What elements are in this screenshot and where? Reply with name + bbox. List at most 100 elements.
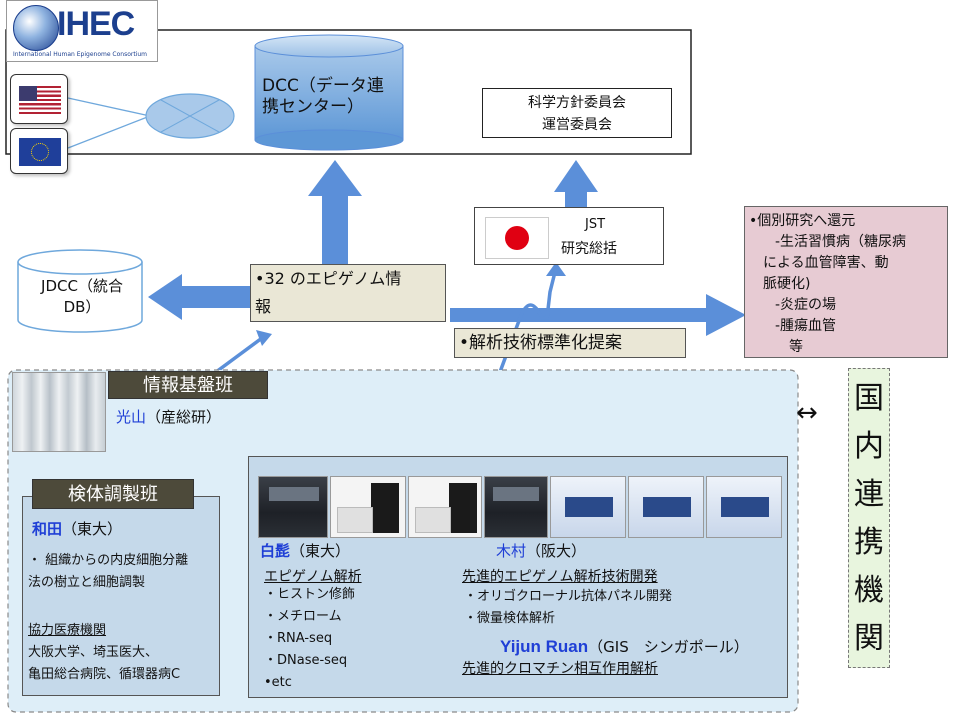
eu-flag-icon [19,138,61,166]
jst-box: JST 研究総括 [474,207,664,265]
feedback-line6: -腫瘍血管 [775,318,837,334]
info-team-leader-name: 光山 [116,408,147,426]
us-flag-icon [19,86,61,114]
domestic-char-3: 連 [854,477,884,512]
coop-line2: 亀田総合病院、循環器病C [28,667,181,682]
line-to-jst [498,267,558,373]
shirahige-heading: エピゲノム解析 [264,569,362,585]
ruan-leader: Yijun Ruan（GIS シンガポール） [500,636,749,657]
shirahige-item-3: ・RNA-seq [264,631,333,646]
sample-team-desc: ・ 組織からの内皮細胞分離 法の樹立と細胞調製 [28,550,188,594]
shirahige-name: 白髭 [260,542,291,560]
feedback-line4: 脈硬化) [763,276,811,292]
dcc-label-line1: DCC（データ連 [262,76,384,96]
us-connector-line [67,97,151,117]
sample-team-title: 検体調製班 [32,479,194,509]
feedback-line2: -生活習慣病（糖尿病 [775,234,907,250]
standardization-text: •解析技術標準化提案 [459,333,623,353]
dcc-label: DCC（データ連 携センター） [262,76,402,118]
feedback-line5: -炎症の場 [775,297,837,313]
japan-flag-icon [485,217,549,259]
arrow-info-to-epigenome [214,336,264,374]
sequencer-photo-2 [330,476,406,538]
domestic-char-4: 携 [854,525,884,560]
domestic-char-1: 国 [854,381,884,416]
committee-line2: 運営委員会 [542,117,612,133]
feedback-line1: •個別研究へ還元 [749,213,856,229]
info-team-leader-affil: （産総研） [146,408,222,426]
shirahige-affil: （東大） [290,542,351,560]
sequencer-photo-4 [484,476,548,538]
double-arrow-icon: ↔ [796,398,818,428]
feedback-box: •個別研究へ還元 -生活習慣病（糖尿病 による血管障害、動 脈硬化) -炎症の場… [744,206,948,358]
epigenome-info-line1: •32 のエピゲノム情 [255,269,402,288]
shirahige-leader: 白髭（東大） [260,540,350,561]
kimura-name: 木村 [496,542,527,560]
shirahige-item-1: ・ヒストン修飾 [264,587,356,602]
coop-line1: 大阪大学、埼玉医大、 [28,645,159,660]
domestic-institutions-box: 国 内 連 携 機 関 [848,368,890,668]
sequencer-photo-3 [408,476,482,538]
jdcc-line1: JDCC（統合 [41,277,123,295]
feedback-line3: による血管障害、動 [763,255,889,271]
committee-line1: 科学方針委員会 [528,95,626,111]
shirahige-item-2: ・メチローム [264,609,342,624]
us-flag-card [10,74,68,124]
feedback-line7: 等 [789,339,803,355]
server-room-photo [12,372,106,452]
dcc-cylinder [254,34,404,151]
sample-team-leader: 和田（東大） [32,518,122,539]
sample-team-coop: 協力医療機関 大阪大学、埼玉医大、 亀田総合病院、循環器病C [28,620,180,686]
consortium-node-ellipse [145,93,235,139]
sample-team-title-text: 検体調製班 [68,484,158,505]
committee-box: 科学方針委員会 運営委員会 [482,88,672,138]
arrow-to-dcc [308,160,362,264]
kimura-affil: （阪大） [526,542,587,560]
sequencer-photo-6 [628,476,704,538]
dcc-label-line2: 携センター） [262,97,364,117]
domestic-char-6: 関 [854,621,884,656]
sample-team-desc1: ・ 組織からの内皮細胞分離 [28,553,189,568]
ruan-name: Yijun Ruan [500,637,589,656]
line-to-jst-head [546,262,566,276]
shirahige-items: ・ヒストン修飾 ・メチローム ・RNA-seq ・DNase-seq •etc [264,584,355,694]
sample-team-desc2: 法の樹立と細胞調製 [28,575,146,590]
coop-heading: 協力医療機関 [28,623,107,638]
kimura-items: ・オリゴクローナル抗体パネル開発 ・微量検体解析 [464,586,672,630]
kimura-heading: 先進的エピゲノム解析技術開発 [462,569,658,585]
jdcc-line2: DB） [63,298,101,316]
domestic-char-2: 内 [854,429,884,464]
sample-team-box [22,496,220,696]
eu-connector-line [67,115,151,149]
shirahige-item-4: ・DNase-seq [264,653,348,668]
kimura-leader: 木村（阪大） [496,540,586,561]
logo-subtext: International Human Epigenome Consortium [13,51,148,58]
jst-line1: JST [585,217,606,232]
jdcc-cylinder [17,249,143,333]
ihec-logo: IHEC International Human Epigenome Conso… [6,0,158,62]
logo-text: IHEC [57,5,135,43]
sequencer-photo-1 [258,476,328,538]
arrow-info-to-epigenome-head [256,330,272,346]
sample-team-leader-affil: （東大） [62,520,123,538]
jdcc-label: JDCC（統合 DB） [24,276,140,318]
kimura-item-1: ・オリゴクローナル抗体パネル開発 [464,589,673,604]
epigenome-info-box: •32 のエピゲノム情 報 [250,264,446,322]
arrow-to-jdcc [148,274,250,320]
ruan-affil: （GIS シンガポール） [588,638,749,656]
logo-globe-icon [13,5,59,51]
info-team-title-text: 情報基盤班 [143,375,233,396]
arrow-to-feedback [450,294,746,336]
shirahige-item-5: •etc [264,675,292,690]
arrow-to-committee [554,160,598,208]
domestic-char-5: 機 [854,573,884,608]
info-team-leader: 光山（産総研） [116,406,221,427]
standardization-box: •解析技術標準化提案 [454,328,686,358]
jst-line2: 研究総括 [561,241,617,257]
ruan-heading: 先進的クロマチン相互作用解析 [462,661,658,677]
sequencer-photo-7 [706,476,782,538]
sample-team-leader-name: 和田 [32,520,63,538]
epigenome-info-line2: 報 [255,297,272,316]
info-team-title: 情報基盤班 [108,371,268,399]
sequencer-photo-5 [550,476,626,538]
